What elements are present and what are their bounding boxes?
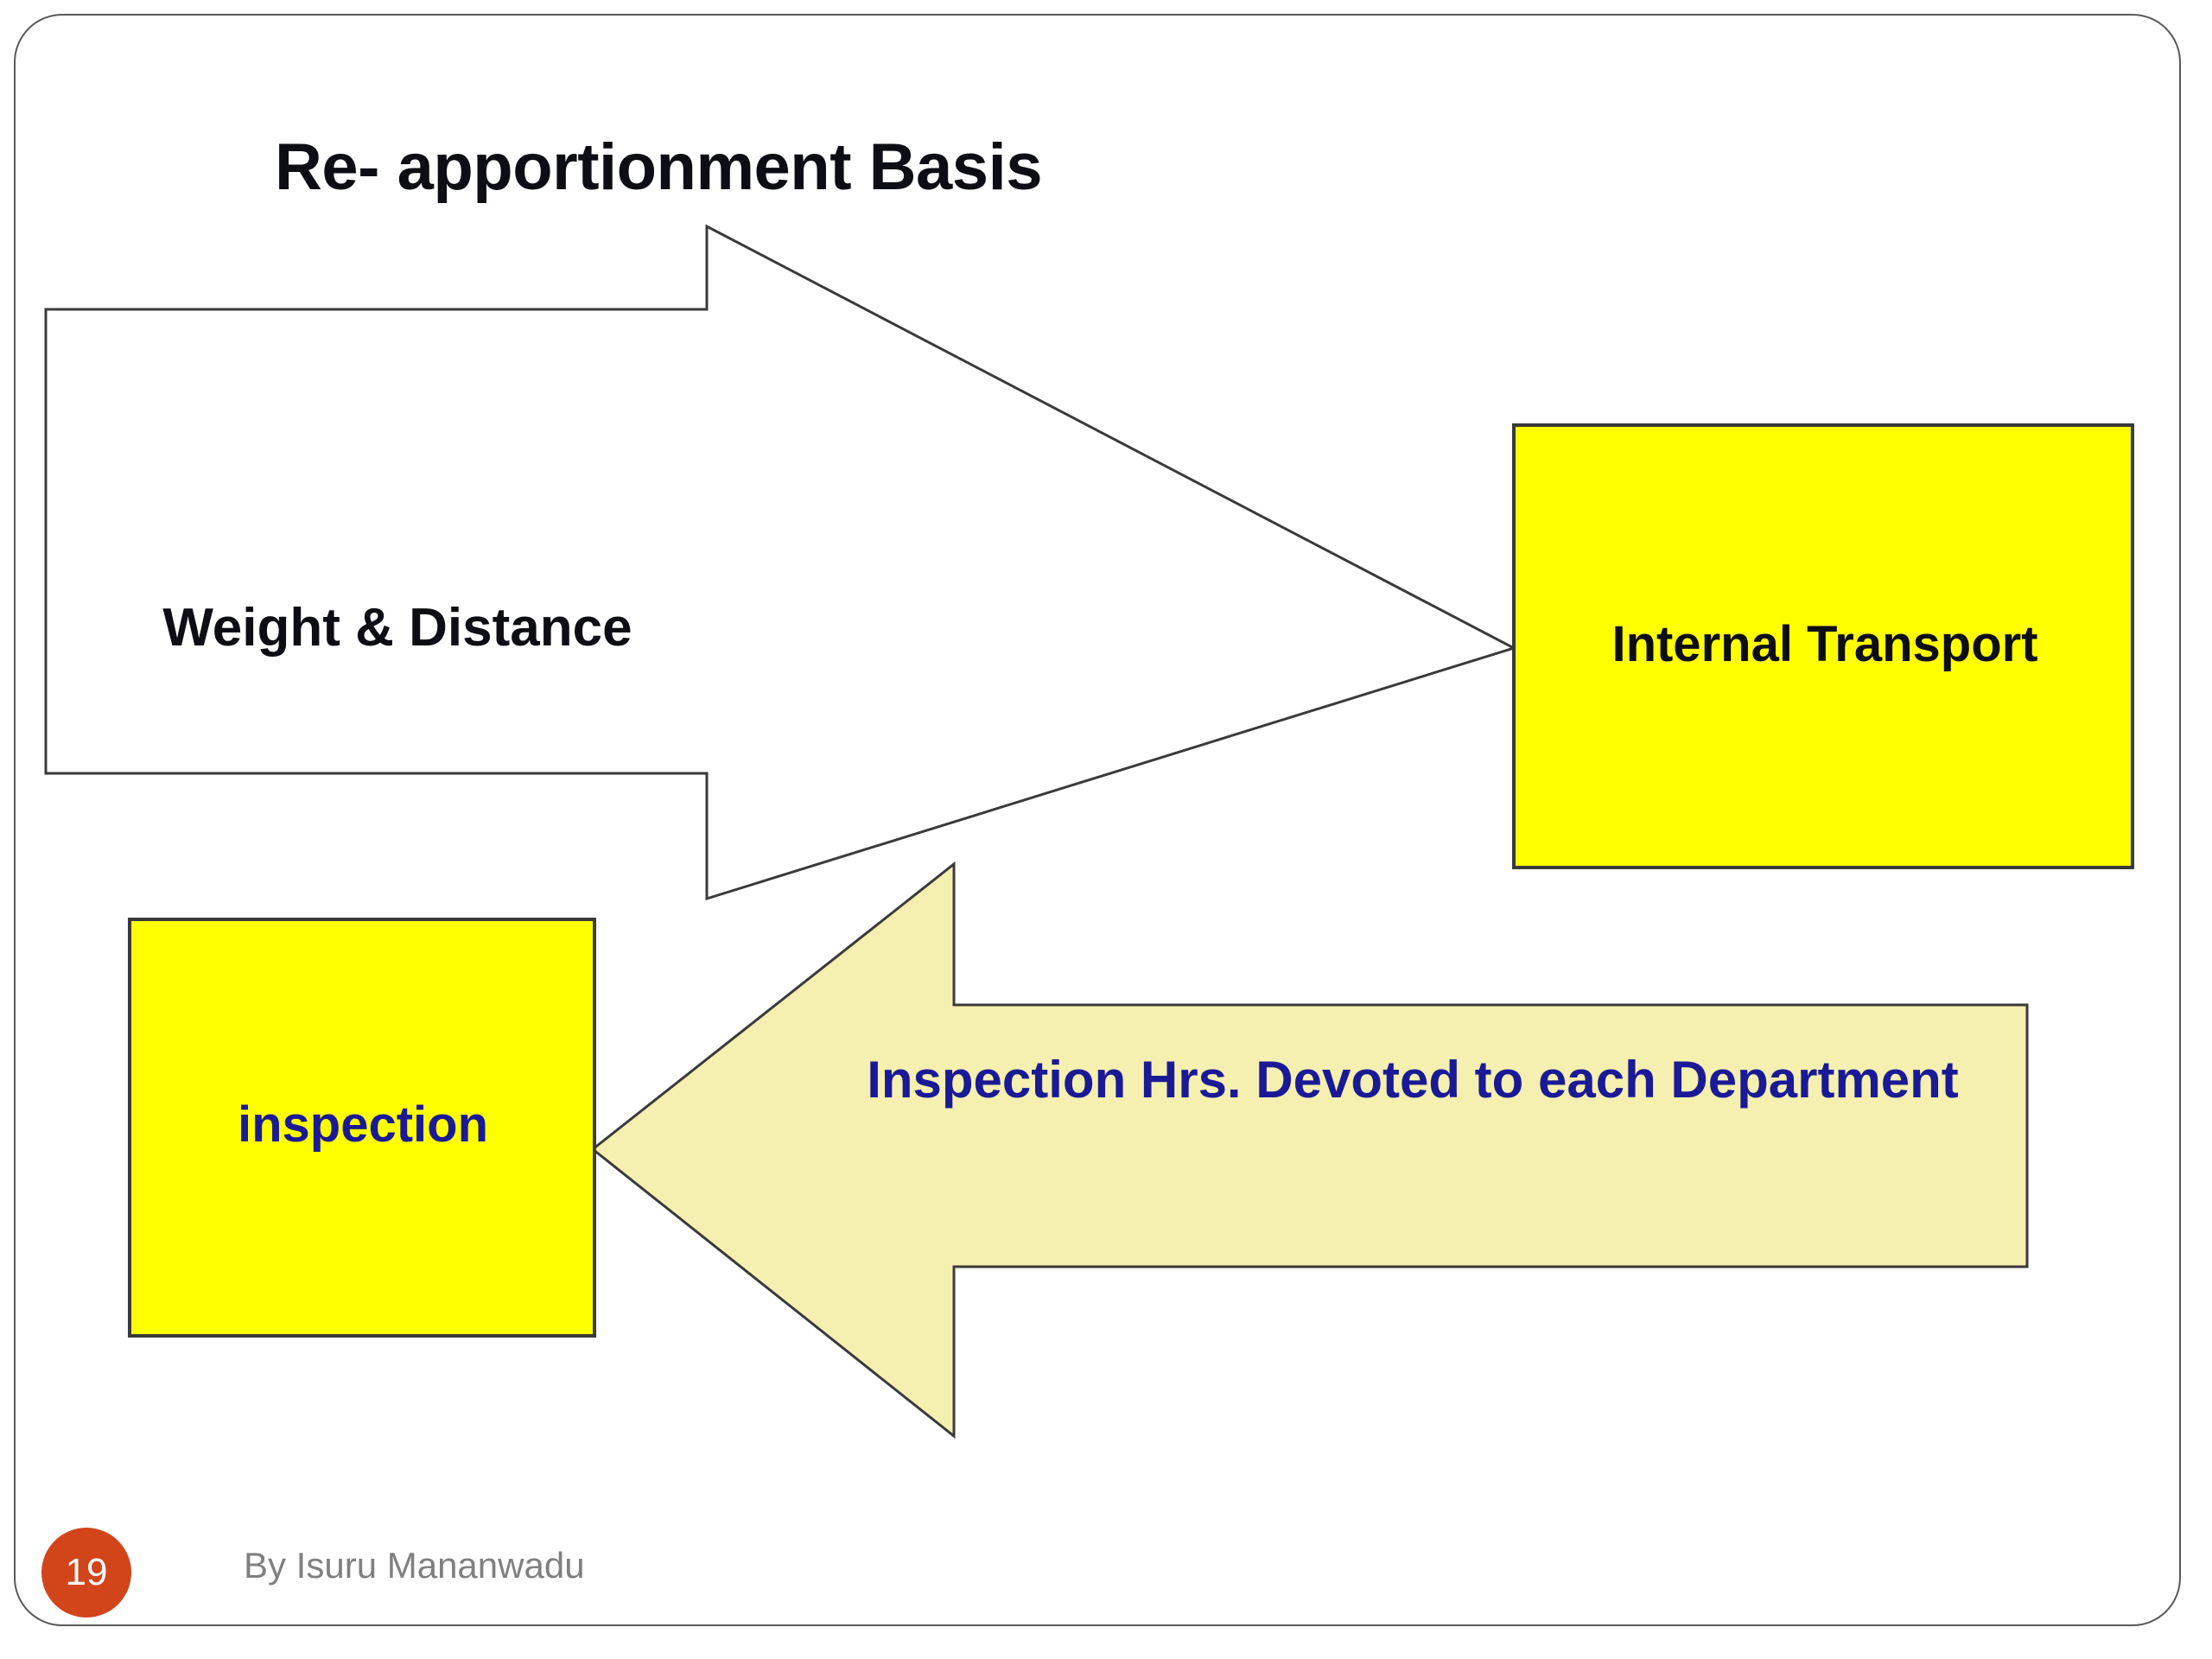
internal-transport-box[interactable] [1512,423,2134,869]
page-title: Re- apportionment Basis [275,130,1042,204]
inspection-box[interactable] [128,918,596,1338]
page-number-badge: 19 [41,1528,131,1618]
weight-distance-arrow-label: Weight & Distance [162,598,632,658]
inspection-box-label: inspection [237,1096,489,1153]
footer-author-text: By Isuru Mananwadu [244,1545,585,1586]
inspection-hours-arrow[interactable] [590,861,2029,1440]
weight-distance-arrow[interactable] [44,224,1517,901]
internal-transport-box-label: Internal Transport [1611,616,2038,672]
inspection-hours-arrow-label: Inspection Hrs. Devoted to each Departme… [867,1051,1959,1109]
slide-frame-border [14,14,2181,1626]
